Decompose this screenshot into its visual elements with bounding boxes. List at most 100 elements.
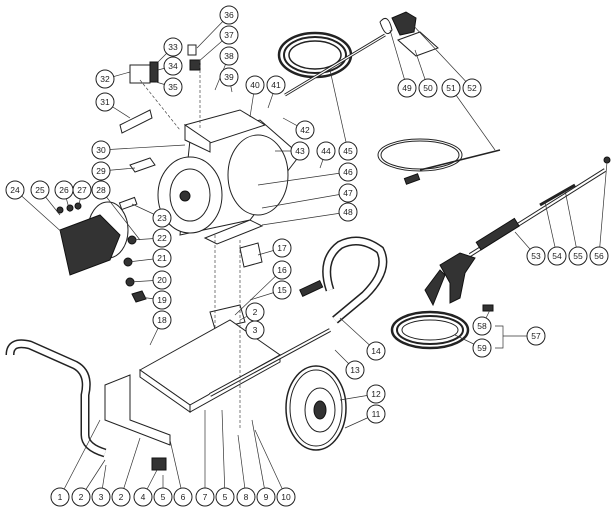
callout-number: 39 xyxy=(224,72,234,82)
callout-33: 33 xyxy=(163,37,183,57)
callout-16: 16 xyxy=(272,260,292,280)
callout-number: 58 xyxy=(477,321,487,331)
callout-13: 13 xyxy=(345,360,365,380)
callout-circle xyxy=(316,141,336,161)
callout-circle xyxy=(441,78,461,98)
callout-circle xyxy=(338,183,358,203)
label-29 xyxy=(129,157,156,173)
callout-38: 38 xyxy=(219,46,239,66)
callout-circle xyxy=(397,78,417,98)
callout-53: 53 xyxy=(526,246,546,266)
callout-26: 26 xyxy=(54,180,74,200)
callout-circle xyxy=(366,341,386,361)
callout-number: 32 xyxy=(100,74,110,84)
callout-1: 1 xyxy=(50,487,70,507)
callout-number: 7 xyxy=(203,492,208,502)
callout-circle xyxy=(295,120,315,140)
callout-circle xyxy=(215,487,235,507)
leader-line xyxy=(409,21,473,89)
callout-circle xyxy=(338,141,358,161)
callout-number: 50 xyxy=(423,83,433,93)
callout-number: 59 xyxy=(477,343,487,353)
callout-40: 40 xyxy=(245,75,265,95)
leader-line xyxy=(564,189,579,257)
callout-circle xyxy=(568,246,588,266)
callout-number: 49 xyxy=(402,83,412,93)
callout-52: 52 xyxy=(462,78,482,98)
callout-number: 18 xyxy=(157,315,167,325)
callout-number: 22 xyxy=(157,233,167,243)
callout-circle xyxy=(152,310,172,330)
callout-number: 19 xyxy=(157,295,167,305)
callout-34: 34 xyxy=(163,56,183,76)
leader-line xyxy=(254,429,287,498)
callout-number: 4 xyxy=(141,492,146,502)
callout-3: 3 xyxy=(245,320,265,340)
callout-number: 6 xyxy=(181,492,186,502)
callout-10: 10 xyxy=(276,487,296,507)
leader-line xyxy=(100,144,186,151)
callout-circle xyxy=(366,404,386,424)
callout-48: 48 xyxy=(338,202,358,222)
callout-36: 36 xyxy=(219,5,239,25)
callout-50: 50 xyxy=(418,78,438,98)
callout-30: 30 xyxy=(91,140,111,160)
callout-circle xyxy=(219,46,239,66)
callout-number: 24 xyxy=(10,185,20,195)
callout-number: 44 xyxy=(321,146,331,156)
callout-circle xyxy=(472,338,492,358)
callout-59: 59 xyxy=(472,338,492,358)
base-plate-frame xyxy=(104,319,331,446)
callout-circle xyxy=(526,246,546,266)
callout-number: 8 xyxy=(244,492,249,502)
callout-number: 13 xyxy=(350,365,360,375)
callout-number: 38 xyxy=(224,51,234,61)
callout-2: 2 xyxy=(111,487,131,507)
callout-circle xyxy=(152,248,172,268)
callout-18: 18 xyxy=(152,310,172,330)
callout-circle xyxy=(418,78,438,98)
callout-number: 52 xyxy=(467,83,477,93)
callout-number: 41 xyxy=(271,80,281,90)
callout-circle xyxy=(219,67,239,87)
callout-circle xyxy=(30,180,50,200)
handle xyxy=(5,236,388,458)
callout-number: 29 xyxy=(96,166,106,176)
callout-23: 23 xyxy=(152,208,172,228)
callout-circle xyxy=(91,140,111,160)
callout-circle xyxy=(163,56,183,76)
callout-number: 47 xyxy=(343,188,353,198)
high-pressure-hose-coil xyxy=(277,31,353,79)
callout-35: 35 xyxy=(163,77,183,97)
pump xyxy=(56,196,147,303)
callout-circle xyxy=(256,487,276,507)
callout-27: 27 xyxy=(72,180,92,200)
callout-45: 45 xyxy=(338,141,358,161)
callout-number: 16 xyxy=(277,265,287,275)
callout-number: 23 xyxy=(157,213,167,223)
callout-circle xyxy=(272,280,292,300)
callout-47: 47 xyxy=(338,183,358,203)
leader-line xyxy=(234,269,283,316)
callout-circle xyxy=(338,162,358,182)
callout-circle xyxy=(95,92,115,112)
callout-number: 48 xyxy=(343,207,353,217)
label-16 xyxy=(209,304,246,330)
label-31 xyxy=(119,109,153,134)
callout-number: 15 xyxy=(277,285,287,295)
bracket-57 xyxy=(495,325,527,349)
callout-circle xyxy=(152,208,172,228)
hose-coil-bottom xyxy=(390,304,494,350)
callout-number: 21 xyxy=(157,253,167,263)
callout-circle xyxy=(163,77,183,97)
callout-number: 57 xyxy=(531,331,541,341)
callout-number: 11 xyxy=(372,409,381,419)
callout-circle xyxy=(219,5,239,25)
callout-20: 20 xyxy=(152,270,172,290)
leader-line xyxy=(251,419,267,498)
callout-circle xyxy=(71,487,91,507)
callout-circle xyxy=(266,75,286,95)
callout-24: 24 xyxy=(5,180,25,200)
wheel xyxy=(285,365,347,451)
